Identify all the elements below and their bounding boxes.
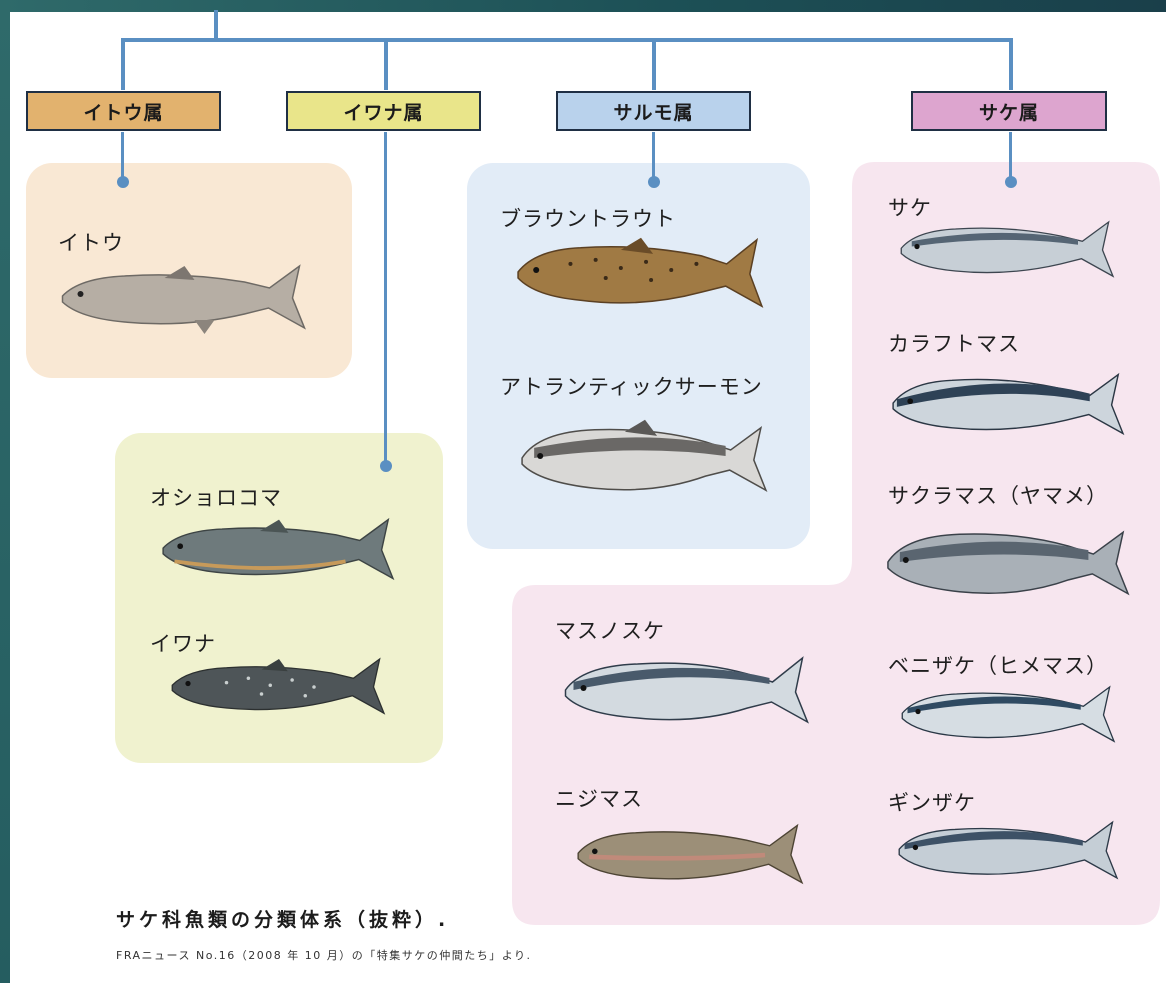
genus-box-salmo: サルモ属 <box>556 91 751 131</box>
fish-illustration-sakuramasu <box>887 530 1130 596</box>
species-label-masunosuke: マスノスケ <box>555 619 665 643</box>
fish-illustration-benizake <box>901 685 1116 743</box>
connector-salvelinus <box>384 38 388 90</box>
connector-horizontal <box>121 38 1013 42</box>
connector-hucho <box>121 38 125 90</box>
species-label-iwana: イワナ <box>150 632 216 656</box>
species-label-ginzake: ギンザケ <box>888 791 976 815</box>
species-label-ito: イトウ <box>58 231 124 255</box>
species-label-brown-trout: ブラウントラウト <box>500 207 676 231</box>
fish-illustration-oshorokoma <box>162 517 395 581</box>
node-dot-hucho <box>117 176 129 188</box>
connector-salmo-down <box>652 132 655 180</box>
top-frame-bar <box>0 0 1166 12</box>
genus-box-oncorhynchus: サケ属 <box>911 91 1107 131</box>
figure-caption-source: FRAニュース No.16（2008 年 10 月）の「特集サケの仲間たち」より… <box>116 949 532 962</box>
connector-hucho-down <box>121 132 124 180</box>
connector-oncorhynchus <box>1009 38 1013 90</box>
left-frame-bar <box>0 0 10 983</box>
genus-box-salvelinus: イワナ属 <box>286 91 481 131</box>
node-dot-salvelinus <box>380 460 392 472</box>
species-label-sakuramasu: サクラマス（ヤマメ） <box>888 484 1108 508</box>
connector-salvelinus-down <box>384 132 387 465</box>
fish-illustration-ginzake <box>898 820 1119 880</box>
fish-illustration-masunosuke <box>564 656 809 724</box>
fish-illustration-brown-trout <box>517 237 764 308</box>
species-label-benizake: ベニザケ（ヒメマス） <box>888 654 1108 678</box>
node-dot-salmo <box>648 176 660 188</box>
species-label-karafutomasu: カラフトマス <box>888 332 1020 356</box>
node-dot-oncorhynchus <box>1005 176 1017 188</box>
genus-box-hucho: イトウ属 <box>26 91 221 131</box>
fish-illustration-atlantic-salmon <box>521 419 768 492</box>
connector-root <box>214 10 218 40</box>
fish-illustration-sake <box>900 220 1115 278</box>
species-label-sake: サケ <box>888 196 932 220</box>
fish-illustration-iwana <box>171 657 386 715</box>
species-label-nijimasu: ニジマス <box>555 787 643 811</box>
connector-oncorhynchus-down <box>1009 132 1012 180</box>
species-label-atlantic-salmon: アトランティックサーモン <box>500 375 763 399</box>
fish-illustration-karafutomasu <box>892 372 1125 436</box>
connector-salmo <box>652 38 656 90</box>
figure-caption-title: サケ科魚類の分類体系（抜粋）. <box>116 909 450 931</box>
fish-illustration-ito <box>61 264 306 334</box>
fish-illustration-nijimasu <box>577 823 804 885</box>
species-label-oshorokoma: オショロコマ <box>150 486 282 510</box>
